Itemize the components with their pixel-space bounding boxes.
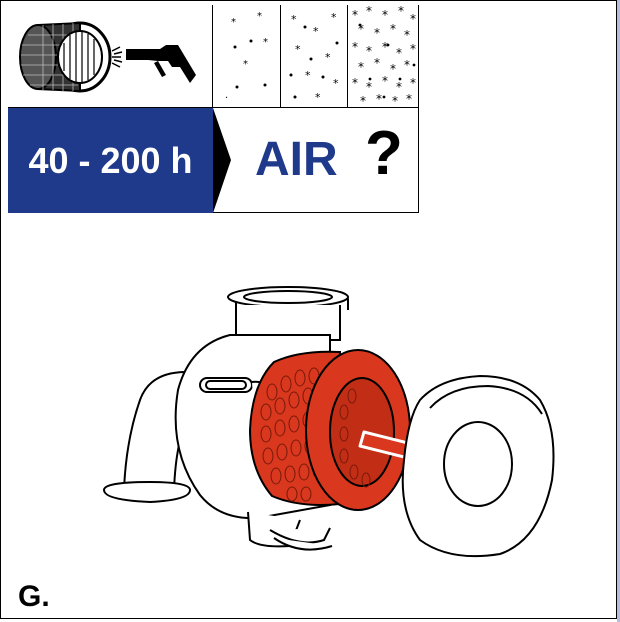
filter-housing-cover <box>401 374 555 558</box>
svg-text:*: * <box>315 91 321 104</box>
svg-text:*: * <box>231 17 236 28</box>
housing-inlet-pipe <box>227 286 349 341</box>
svg-text:*: * <box>376 92 382 106</box>
svg-text:*: * <box>382 40 388 54</box>
medium-label: AIR <box>255 133 338 186</box>
svg-text:*: * <box>360 94 366 108</box>
svg-text:*: * <box>396 46 402 60</box>
chevron-right-icon <box>213 108 231 213</box>
figure-label: G. <box>18 580 50 613</box>
svg-text:*: * <box>331 11 337 24</box>
question-mark-icon: ? <box>365 119 403 188</box>
svg-text:*: * <box>410 42 416 56</box>
housing-outlet-elbow <box>102 370 192 504</box>
air-spray-lines <box>111 46 123 68</box>
svg-text:*: * <box>410 12 416 26</box>
svg-text:*: * <box>374 56 380 70</box>
svg-text:*: * <box>390 62 396 76</box>
svg-text:*: * <box>382 74 388 88</box>
air-filter-cartridge <box>248 349 411 511</box>
svg-text:*: * <box>374 26 380 40</box>
svg-text:*: * <box>390 22 396 36</box>
svg-text:*: * <box>366 80 372 94</box>
svg-text:*: * <box>257 11 262 22</box>
svg-text:*: * <box>243 59 248 70</box>
svg-text:*: * <box>392 94 398 108</box>
svg-text:*: * <box>382 8 388 22</box>
svg-text:*: * <box>366 5 372 18</box>
svg-text:*: * <box>358 22 364 36</box>
svg-text:*: * <box>404 58 410 72</box>
svg-text:*: * <box>404 28 410 42</box>
svg-text:*: * <box>410 76 416 90</box>
svg-text:*: * <box>333 77 339 90</box>
service-interval-label: 40 - 200 h <box>8 108 213 213</box>
cleaning-icon-cell <box>8 5 213 108</box>
svg-text:*: * <box>398 5 404 18</box>
svg-text:*: * <box>406 92 412 106</box>
svg-text:*: * <box>295 43 301 56</box>
right-accent-bar <box>617 0 620 622</box>
svg-text:*: * <box>325 51 331 64</box>
medium-cell <box>213 108 419 213</box>
svg-text:*: * <box>291 13 297 26</box>
low-dust-icon: * * * * · <box>213 5 281 108</box>
svg-text:*: * <box>358 60 364 74</box>
svg-text:*: * <box>366 44 372 58</box>
svg-text:*: * <box>352 40 358 54</box>
svg-text:*: * <box>313 25 319 38</box>
compressed-air-gun-icon <box>126 45 196 83</box>
svg-text:·: · <box>225 93 228 104</box>
high-dust-icon: ***** **** ***** **** ***** **** <box>348 5 419 108</box>
svg-text:*: * <box>352 8 358 22</box>
medium-dust-icon: *** *** ** <box>281 5 348 108</box>
svg-text:*: * <box>263 37 268 48</box>
svg-text:*: * <box>396 80 402 94</box>
air-filter-cartridge-icon <box>19 21 112 93</box>
svg-text:*: * <box>352 76 358 90</box>
svg-text:*: * <box>305 69 311 82</box>
